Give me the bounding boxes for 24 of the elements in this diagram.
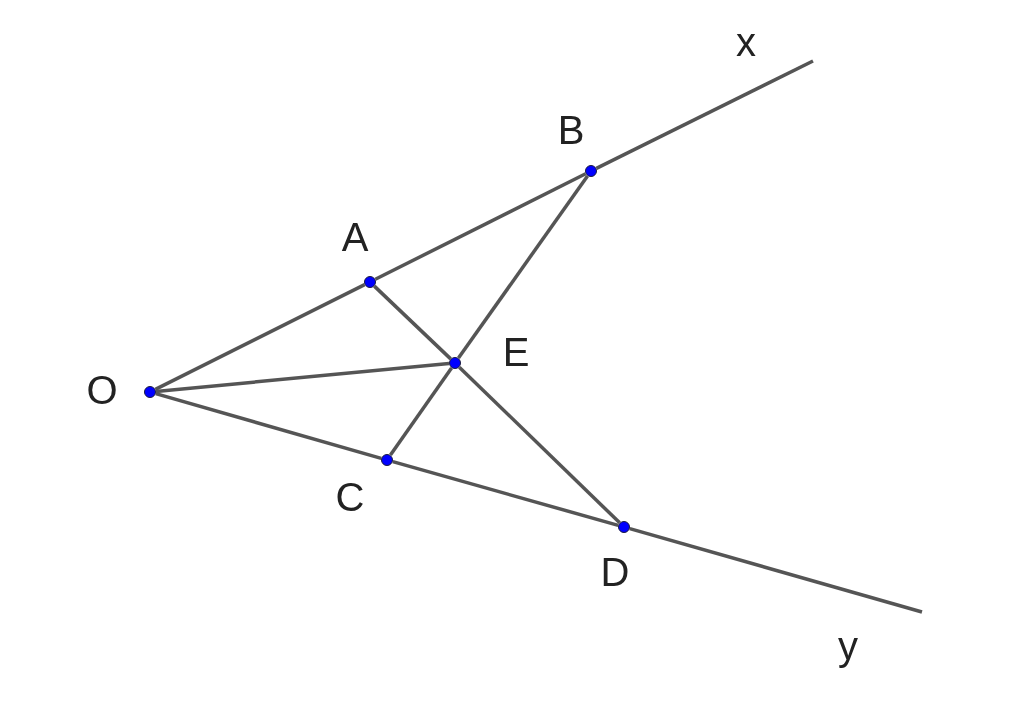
ray [595, 59, 814, 170]
line-segment [155, 361, 450, 394]
line-segment [392, 459, 619, 528]
ray [629, 526, 923, 614]
ray-label: y [838, 626, 858, 666]
point-dot [585, 165, 597, 177]
line-segment [154, 283, 366, 391]
line-segment [373, 284, 452, 361]
point-label: E [502, 332, 530, 372]
point-label: B [557, 110, 585, 150]
line-segment [374, 172, 587, 281]
ray-label: x [736, 22, 756, 62]
point-dot [364, 276, 376, 288]
line-segment [458, 365, 621, 525]
point-dot [618, 521, 630, 533]
point-dot [144, 386, 156, 398]
line-segment [457, 174, 589, 360]
line-segment [155, 391, 382, 461]
line-segment [389, 366, 453, 457]
point-label: D [600, 552, 630, 592]
point-dot [381, 454, 393, 466]
point-label: C [335, 477, 365, 517]
point-label: A [341, 217, 369, 257]
point-label: O [86, 370, 118, 410]
